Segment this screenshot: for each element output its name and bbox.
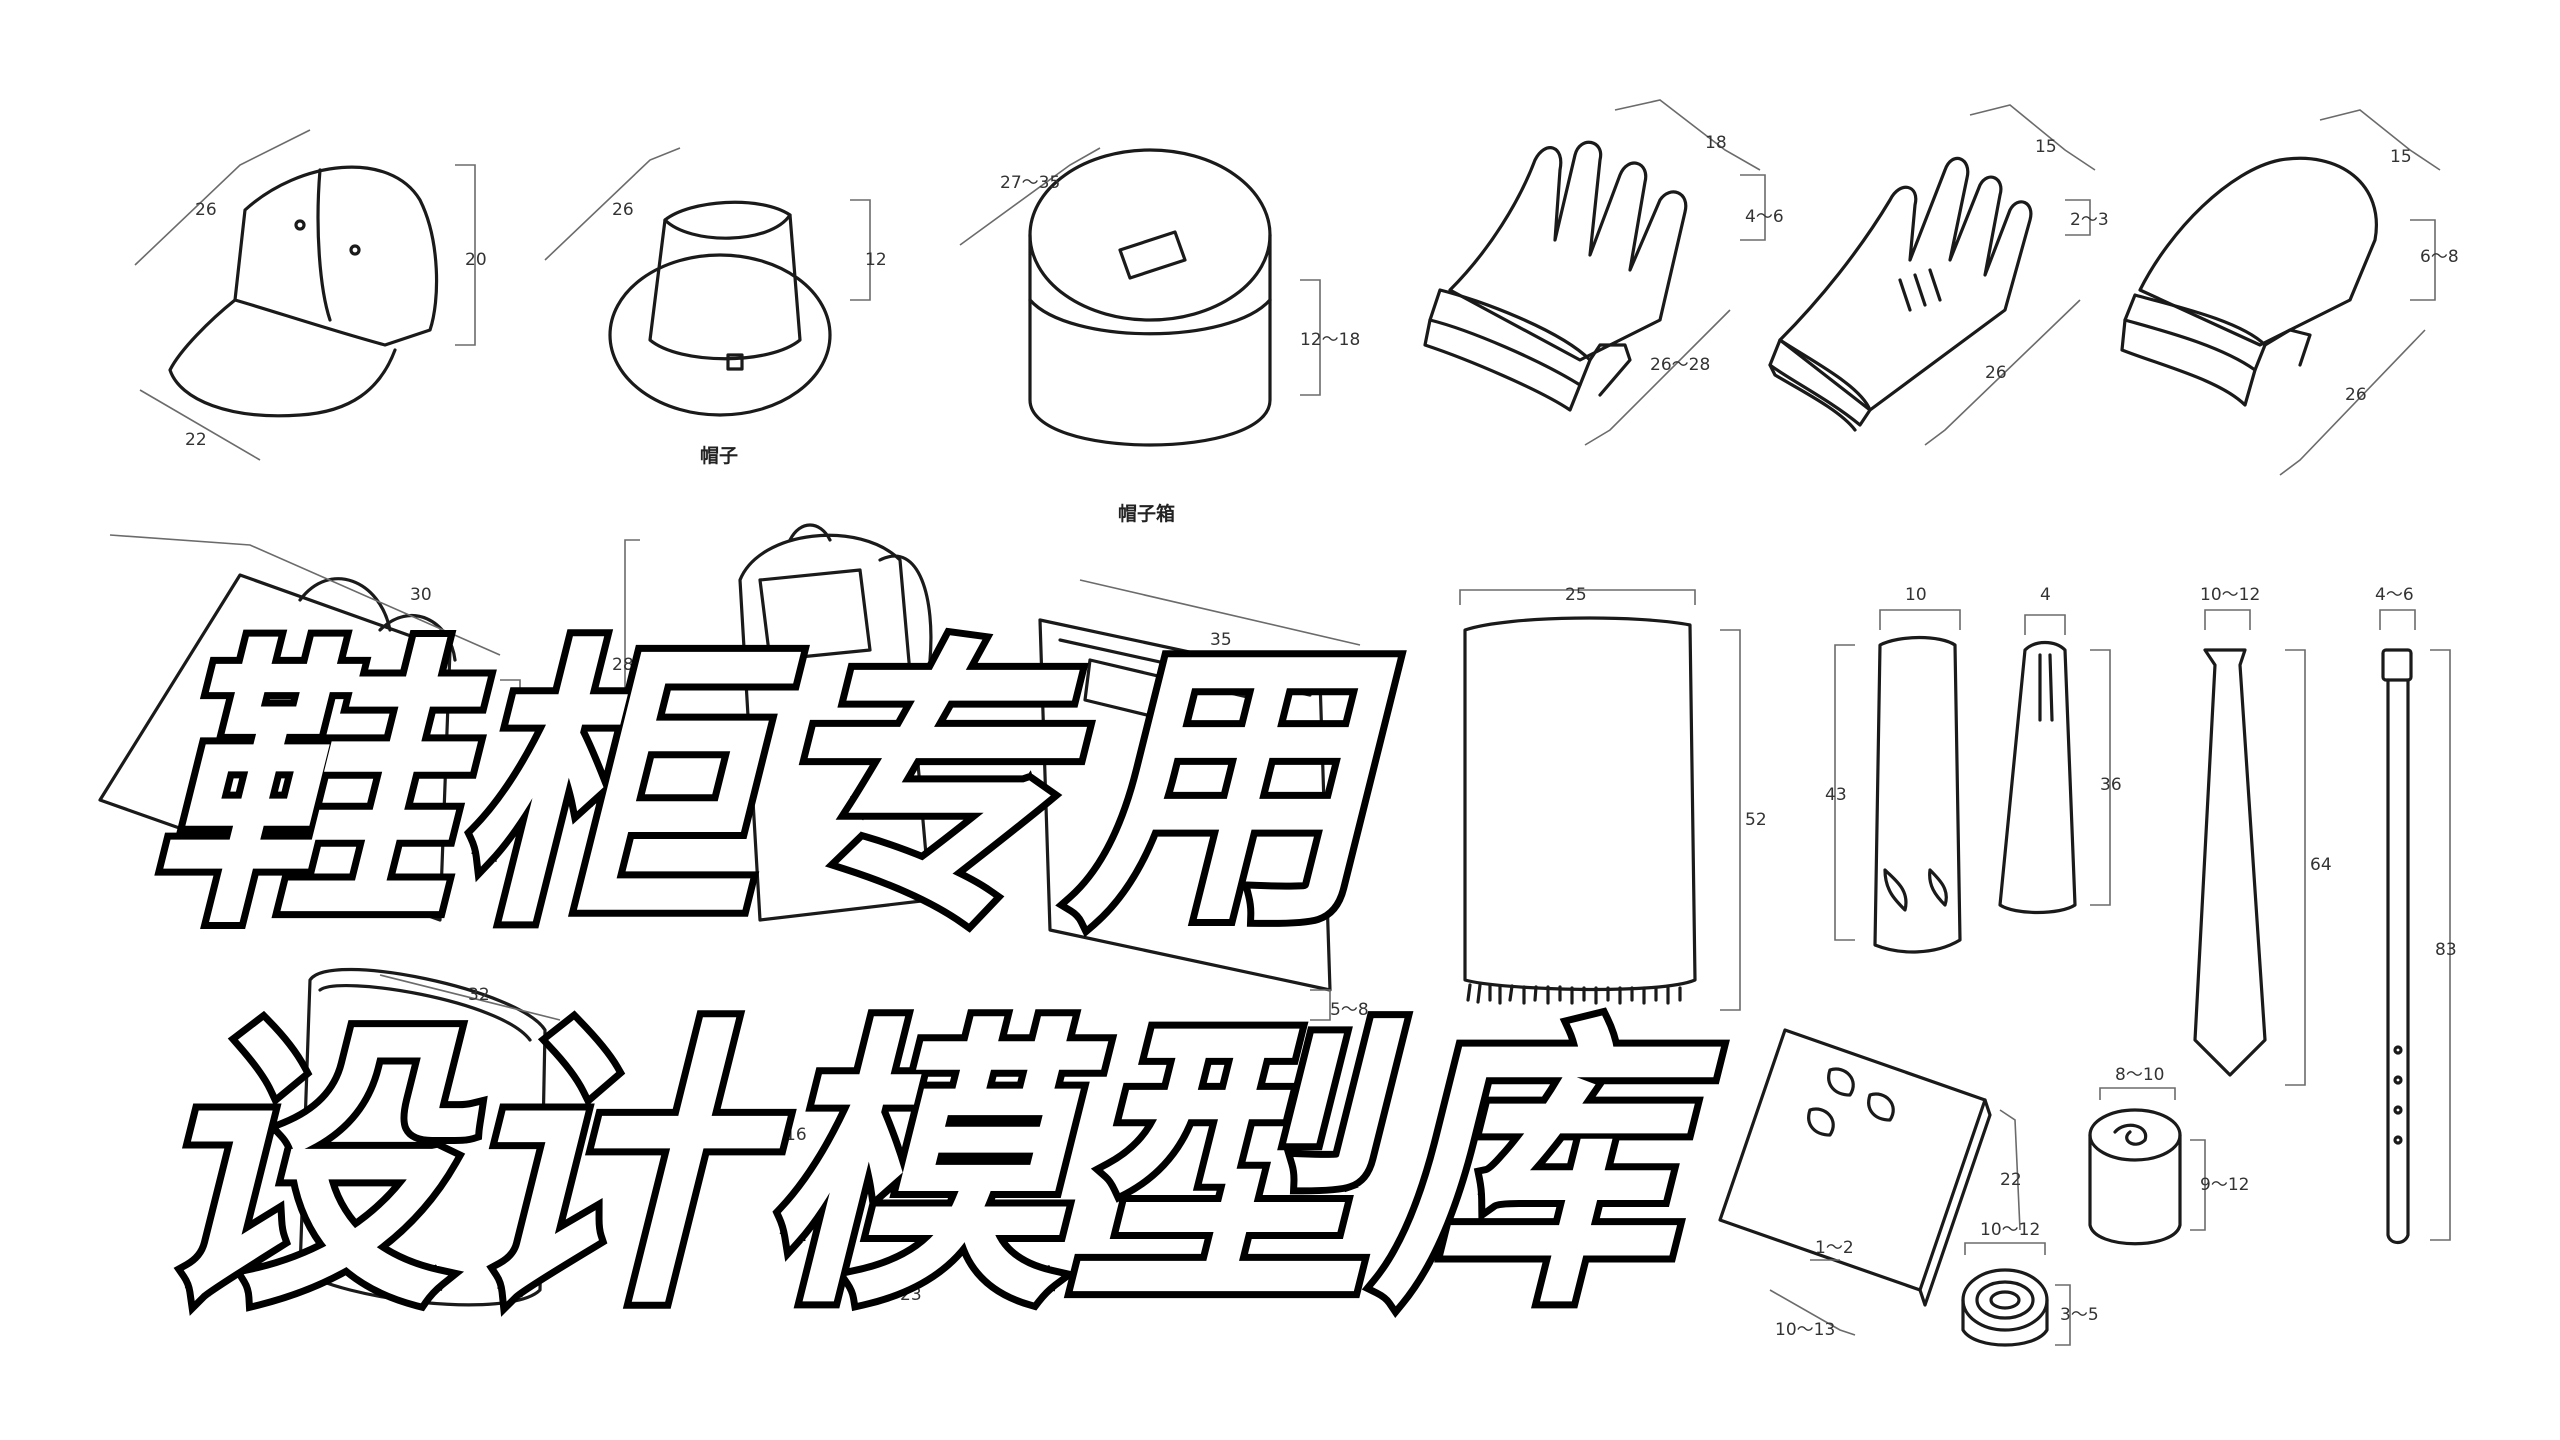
glove1-thickness-label: 4〜6	[1745, 207, 1784, 227]
necktie-drawing: 10〜12 64	[2193, 585, 2332, 1086]
belt-drawing: 4〜6 83	[2375, 585, 2457, 1245]
hat-box-drawing: 27〜35 12〜18 帽子箱	[959, 147, 1360, 525]
hanky-thickness-label: 1〜2	[1815, 1238, 1854, 1258]
muffler-width-label: 10	[1905, 585, 1927, 605]
hatbox-height-label: 12〜18	[1300, 330, 1360, 350]
rolled-cloth-drawing: 8〜10 9〜12	[2088, 1065, 2249, 1246]
scarf-drawing: 25 52	[1459, 585, 1767, 1011]
thin-scarf-length-label: 36	[2100, 775, 2122, 795]
tie-width-label: 10〜12	[2200, 585, 2260, 605]
glove2-thickness-label: 2〜3	[2070, 210, 2109, 230]
coil-height-label: 3〜5	[2060, 1305, 2099, 1325]
coiled-belt-drawing: 10〜12 3〜5	[1961, 1220, 2099, 1347]
hat-width-label: 26	[612, 200, 634, 220]
main-title-line-2: 设计模型库	[143, 995, 1681, 1344]
coil-width-label: 10〜12	[1980, 1220, 2040, 1240]
glove1-length-label: 26〜28	[1650, 355, 1710, 375]
main-title-line-1: 鞋柜专用	[143, 615, 1375, 964]
thin-scarf-drawing: 4 36	[1998, 585, 2122, 915]
hat-caption: 帽子	[700, 444, 738, 467]
thin-scarf-width-label: 4	[2040, 585, 2051, 605]
backpack-height-label: 28	[612, 655, 634, 675]
bucket-hat-drawing: 26 12 帽子	[544, 147, 887, 467]
hatbox-width-label: 27〜35	[1000, 173, 1060, 193]
roll-height-label: 9〜12	[2200, 1175, 2249, 1195]
scarf-width-label: 25	[1565, 585, 1587, 605]
cap-width-label: 26	[195, 200, 217, 220]
hanky-width-label: 10〜13	[1775, 1320, 1835, 1340]
belt-length-label: 83	[2435, 940, 2457, 960]
glove1-width-label: 18	[1705, 133, 1727, 153]
hanky-length-label: 22	[2000, 1170, 2022, 1190]
roll-width-label: 8〜10	[2115, 1065, 2164, 1085]
cap-height-label: 20	[465, 250, 487, 270]
handkerchief-drawing: 22 1〜2 10〜13	[1718, 1028, 2022, 1340]
tie-length-label: 64	[2310, 855, 2332, 875]
belt-width-label: 4〜6	[2375, 585, 2414, 605]
wallet-drawing: 35 5〜8	[1038, 579, 1369, 1021]
mitten-thickness-label: 6〜8	[2420, 247, 2459, 267]
tote-bag-drawing: 30 3〜7	[98, 534, 569, 922]
mitten-width-label: 15	[2390, 147, 2412, 167]
glove2-length-label: 26	[1985, 363, 2007, 383]
mitten-drawing: 15 6〜8 26	[2120, 109, 2459, 476]
muffler-length-label: 43	[1825, 785, 1847, 805]
backpack-drawing: 28	[612, 523, 933, 922]
glove2-width-label: 15	[2035, 137, 2057, 157]
pouch-depth-label: 23	[900, 1285, 922, 1305]
wallet-thickness-label: 5〜8	[1330, 1000, 1369, 1020]
tote-thickness-label: 3〜7	[530, 685, 569, 705]
hat-height-label: 12	[865, 250, 887, 270]
mitten-length-label: 26	[2345, 385, 2367, 405]
glove-2-drawing: 15 2〜3 26	[1768, 104, 2109, 446]
wallet-width-label: 35	[1210, 630, 1232, 650]
baseball-cap-drawing: 26 20 22	[134, 129, 487, 461]
scarf-length-label: 52	[1745, 810, 1767, 830]
pouch-width-label: 32	[468, 985, 490, 1005]
pouch-drawing: 32 16 23	[298, 967, 922, 1307]
muffler-drawing: 10 43	[1825, 585, 1962, 954]
cap-depth-label: 22	[185, 430, 207, 450]
hatbox-caption: 帽子箱	[1118, 502, 1175, 525]
pouch-height-label: 16	[785, 1125, 807, 1145]
glove-1-drawing: 18 4〜6 26〜28	[1423, 99, 1784, 446]
tote-width-label: 30	[410, 585, 432, 605]
